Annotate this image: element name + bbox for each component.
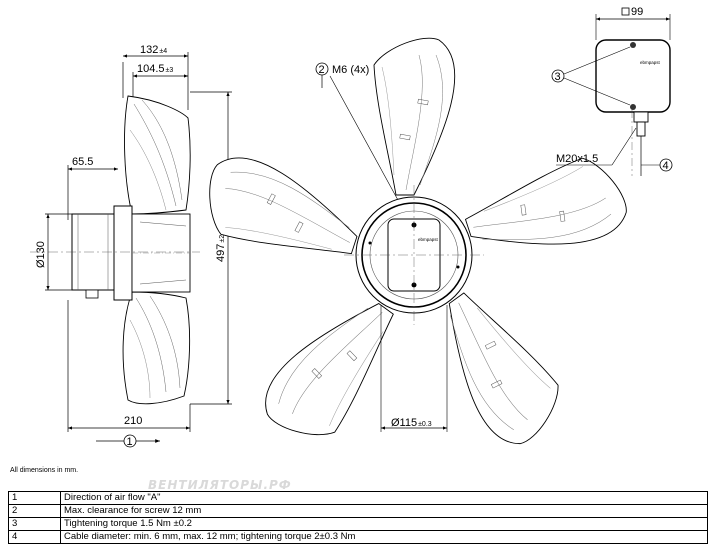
legend-text: Cable diameter: min. 6 mm, max. 12 mm; t… bbox=[60, 530, 708, 544]
dim-132: 132±4 bbox=[140, 44, 167, 56]
callout-1: 1 bbox=[127, 436, 133, 448]
callout-3: 3 bbox=[555, 71, 561, 83]
legend-text: Direction of air flow "A" bbox=[60, 491, 708, 505]
dim-diameter-130: Ø130 bbox=[35, 241, 47, 268]
technical-drawing: 132±4 104.5±3 65.5 Ø130 497±2 210 bbox=[30, 6, 673, 455]
front-view: 2 M6 (4x) ebmpapst Ø115±0.3 bbox=[194, 37, 634, 455]
dim-210: 210 bbox=[124, 415, 142, 427]
dim-65-5: 65.5 bbox=[72, 156, 93, 168]
callout-2: 2 bbox=[319, 64, 325, 76]
box-brand-label: ebmpapst bbox=[640, 60, 661, 65]
dim-box-99: 99 bbox=[631, 6, 643, 18]
legend-number: 4 bbox=[8, 530, 61, 544]
callout-4: 4 bbox=[663, 160, 669, 172]
label-m6: M6 (4x) bbox=[332, 64, 369, 76]
legend-number: 1 bbox=[8, 491, 61, 505]
hub-brand-label: ebmpapst bbox=[418, 237, 439, 242]
dim-497: 497±2 bbox=[215, 235, 227, 262]
legend-text: Max. clearance for screw 12 mm bbox=[60, 504, 708, 518]
dim-hub-115: Ø115±0.3 bbox=[391, 417, 432, 429]
all-dimensions-note: All dimensions in mm. bbox=[10, 467, 79, 474]
legend-number: 3 bbox=[8, 517, 61, 531]
dim-104-5: 104.5±3 bbox=[137, 63, 173, 75]
label-m20: M20x1.5 bbox=[556, 153, 598, 165]
legend-text: Tightening torque 1.5 Nm ±0.2 bbox=[60, 517, 708, 531]
watermark: ВЕНТИЛЯТОРЫ.РФ bbox=[148, 478, 292, 492]
legend-number: 2 bbox=[8, 504, 61, 518]
terminal-box-view: 99 ebmpapst 3 M20x1.5 4 bbox=[551, 6, 673, 176]
side-view: 132±4 104.5±3 65.5 Ø130 497±2 210 bbox=[30, 44, 232, 448]
